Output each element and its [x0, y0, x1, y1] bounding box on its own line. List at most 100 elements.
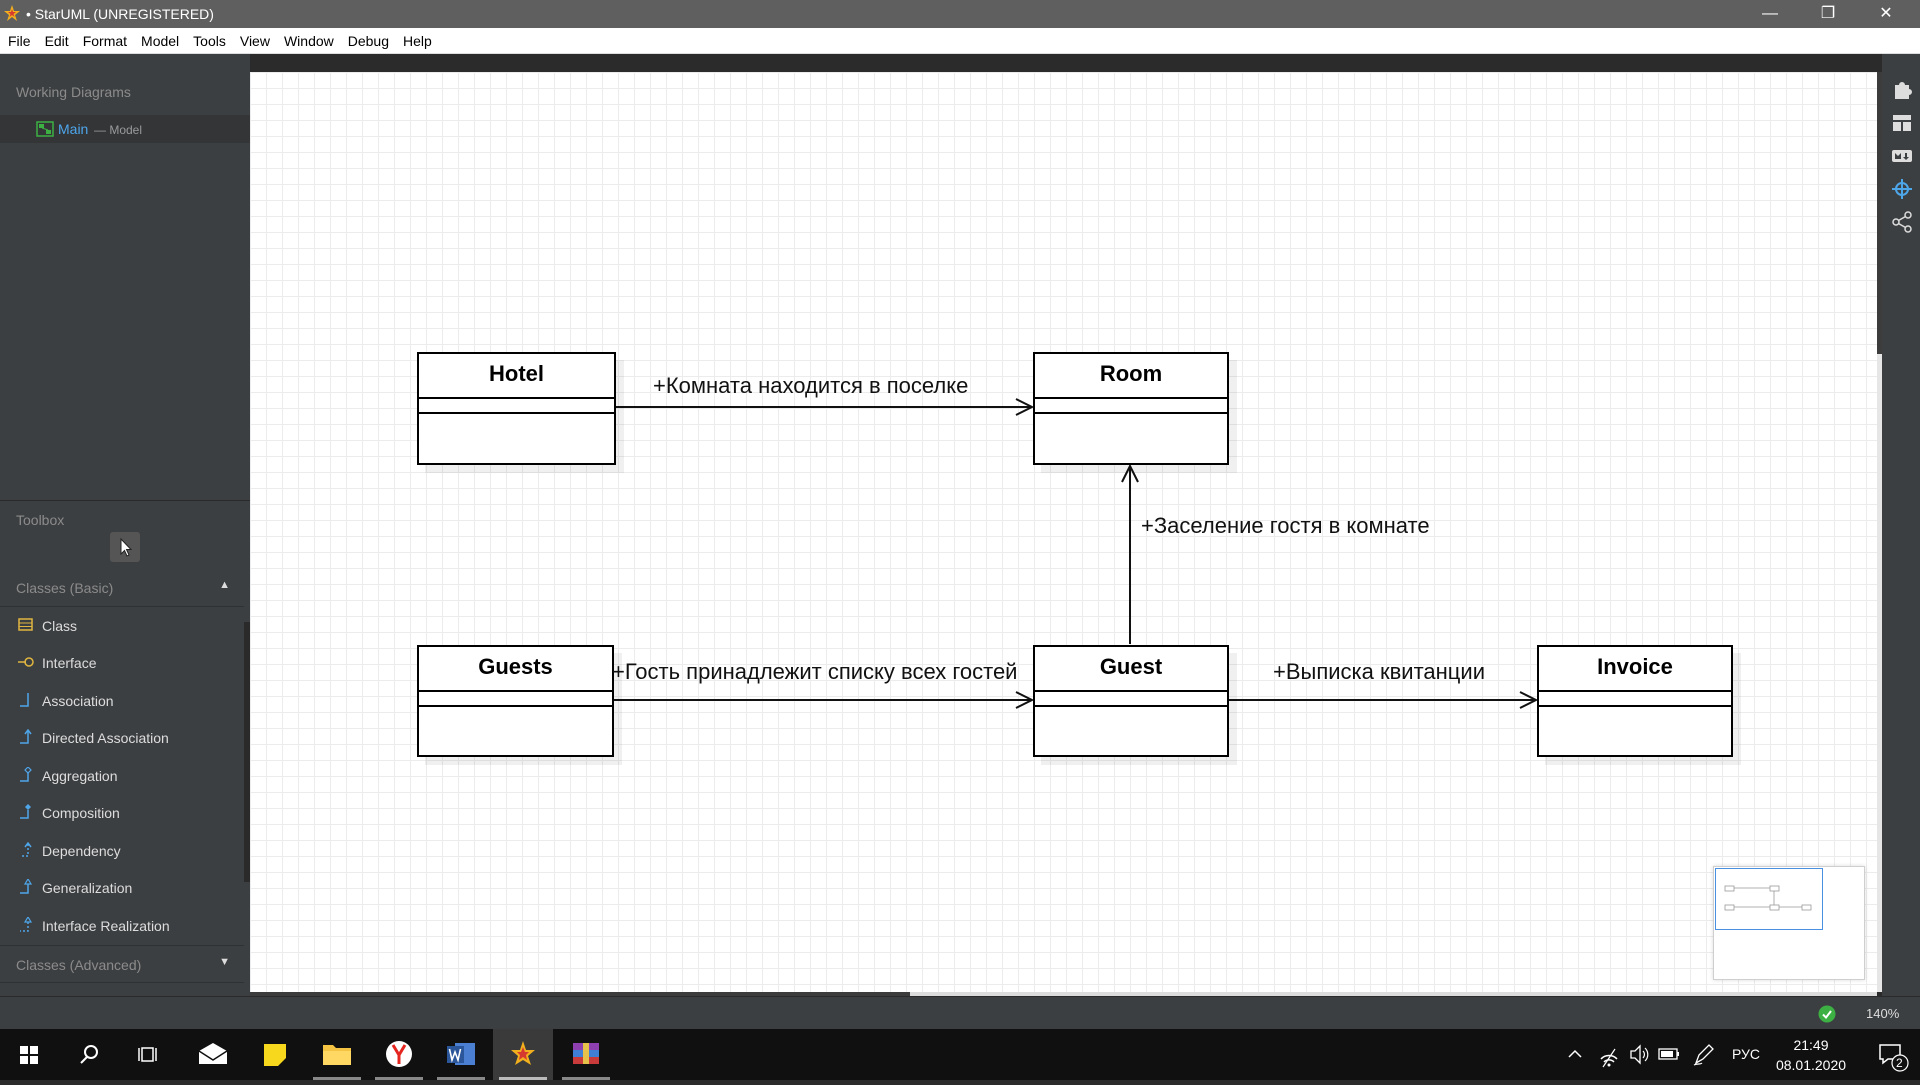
menu-help[interactable]: Help: [403, 33, 432, 49]
generalization-icon: [20, 879, 33, 894]
tool-generalization[interactable]: Generalization: [0, 869, 244, 906]
running-indicator: [437, 1077, 485, 1080]
tool-aggregation[interactable]: Aggregation: [0, 757, 244, 794]
tray-network[interactable]: [1594, 1029, 1624, 1080]
aggregation-icon: [20, 767, 32, 782]
taskbar-sticky-notes[interactable]: [245, 1029, 305, 1080]
staruml-logo-icon: [4, 5, 20, 21]
taskbar-winrar[interactable]: [556, 1029, 616, 1080]
notifications-icon: [1879, 1044, 1909, 1072]
extensions-puzzle-icon[interactable]: [1891, 78, 1913, 100]
menu-window[interactable]: Window: [283, 33, 334, 49]
attributes-compartment: [419, 690, 612, 707]
class-invoice[interactable]: Invoice: [1537, 645, 1733, 757]
class-diagram-icon: [36, 121, 54, 137]
taskbar-staruml[interactable]: [493, 1029, 553, 1080]
layout-panels-icon[interactable]: [1891, 112, 1913, 134]
start-button[interactable]: [0, 1029, 60, 1080]
action-center-button[interactable]: 2: [1866, 1029, 1916, 1080]
association-label-guests-guest[interactable]: +Гость принадлежит списку всех гостей: [612, 659, 1018, 684]
sticky-note-icon: [264, 1044, 286, 1066]
toolbox-panel: Toolbox Classes (Basic) ▲ Class Interfac…: [0, 502, 250, 996]
collapse-arrow-icon: ▲: [219, 579, 230, 591]
scroll-thumb[interactable]: [250, 992, 910, 996]
menu-debug[interactable]: Debug: [347, 33, 390, 49]
toolbox-group-classes-advanced[interactable]: Classes (Advanced) ▼: [0, 945, 244, 983]
vertical-scrollbar[interactable]: [1877, 72, 1882, 992]
window-title: • StarUML (UNREGISTERED): [26, 6, 214, 22]
menu-view[interactable]: View: [239, 33, 270, 49]
task-view-icon: [138, 1047, 157, 1062]
task-view-button[interactable]: [120, 1029, 180, 1080]
mail-envelope-icon: [198, 1043, 228, 1064]
class-room[interactable]: Room: [1033, 352, 1229, 465]
expand-arrow-icon: ▼: [219, 956, 230, 968]
folder-icon: [323, 1045, 351, 1065]
menu-model[interactable]: Model: [141, 33, 180, 49]
toolbox-group-classes-basic[interactable]: Classes (Basic) ▲: [0, 569, 244, 607]
menu-tools[interactable]: Tools: [193, 33, 226, 49]
minimap-viewport[interactable]: [1715, 868, 1823, 930]
tool-association[interactable]: Association: [0, 682, 244, 719]
windows-logo-icon: [20, 1046, 38, 1064]
association-label-guest-invoice[interactable]: +Выписка квитанции: [1273, 659, 1485, 684]
dependency-icon: [20, 842, 32, 857]
search-button[interactable]: [60, 1029, 120, 1080]
taskbar-mail[interactable]: [183, 1029, 243, 1080]
menu-file[interactable]: File: [8, 33, 31, 49]
close-button[interactable]: ✕: [1879, 5, 1893, 22]
taskbar-yandex-browser[interactable]: [369, 1029, 429, 1080]
tool-class[interactable]: Class: [0, 607, 244, 644]
menu-format[interactable]: Format: [82, 33, 128, 49]
taskbar-file-explorer[interactable]: [307, 1029, 367, 1080]
zoom-level[interactable]: 140%: [1866, 1006, 1900, 1021]
class-name: Guest: [1099, 654, 1163, 679]
right-toolbar: [1882, 54, 1920, 996]
tray-clock[interactable]: 21:49 08.01.2020: [1766, 1035, 1856, 1075]
working-diagram-item-main[interactable]: Main — Model: [0, 115, 250, 143]
tray-battery[interactable]: [1654, 1029, 1684, 1080]
interface-realization-icon: [20, 917, 33, 932]
association-label-hotel-room[interactable]: +Комната находится в поселке: [653, 373, 969, 398]
class-hotel[interactable]: Hotel: [417, 352, 616, 465]
diagram-canvas[interactable]: Hotel Room Guests Guest Invoice +Комната…: [250, 72, 1877, 992]
tray-pen[interactable]: [1688, 1029, 1718, 1080]
tool-label: Association: [42, 693, 114, 709]
pointer-tool-button[interactable]: [110, 532, 140, 562]
staruml-icon: [511, 1041, 535, 1065]
yandex-browser-icon: [386, 1041, 412, 1067]
taskbar-word[interactable]: [431, 1029, 491, 1080]
minimize-button[interactable]: —: [1762, 5, 1778, 22]
horizontal-scrollbar[interactable]: [250, 992, 1877, 996]
clock-time: 21:49: [1793, 1037, 1829, 1053]
attributes-compartment: [1035, 397, 1227, 414]
toolbox-scrollbar[interactable]: [244, 622, 250, 882]
restore-button[interactable]: ❐: [1820, 5, 1836, 22]
navigator-crosshair-icon[interactable]: [1891, 178, 1913, 200]
tray-overflow-button[interactable]: [1560, 1029, 1590, 1080]
share-icon[interactable]: [1891, 211, 1913, 233]
association-label-guest-room[interactable]: +Заселение гостя в комнате: [1141, 513, 1430, 538]
tool-interface-realization[interactable]: Interface Realization: [0, 907, 244, 944]
minimap[interactable]: [1713, 866, 1865, 980]
association-lines: [614, 398, 1539, 709]
class-guest[interactable]: Guest: [1033, 645, 1229, 757]
tool-composition[interactable]: Composition: [0, 794, 244, 831]
tool-interface[interactable]: Interface: [0, 644, 244, 681]
class-guests[interactable]: Guests: [417, 645, 614, 757]
word-icon: [447, 1043, 475, 1065]
winrar-archive-icon: [573, 1043, 599, 1064]
class-icon: [18, 618, 33, 631]
class-name: Invoice: [1597, 654, 1673, 679]
tray-input-language[interactable]: РУС: [1731, 1046, 1761, 1062]
tool-dependency[interactable]: Dependency: [0, 832, 244, 869]
tray-volume[interactable]: [1624, 1029, 1654, 1080]
validation-ok-icon[interactable]: [1818, 1005, 1836, 1023]
attributes-compartment: [419, 397, 614, 414]
running-indicator: [562, 1077, 610, 1080]
markdown-icon[interactable]: [1891, 145, 1913, 167]
scroll-thumb[interactable]: [1877, 72, 1882, 354]
running-indicator: [499, 1077, 547, 1080]
tool-directed-association[interactable]: Directed Association: [0, 719, 244, 756]
menu-edit[interactable]: Edit: [44, 33, 69, 49]
